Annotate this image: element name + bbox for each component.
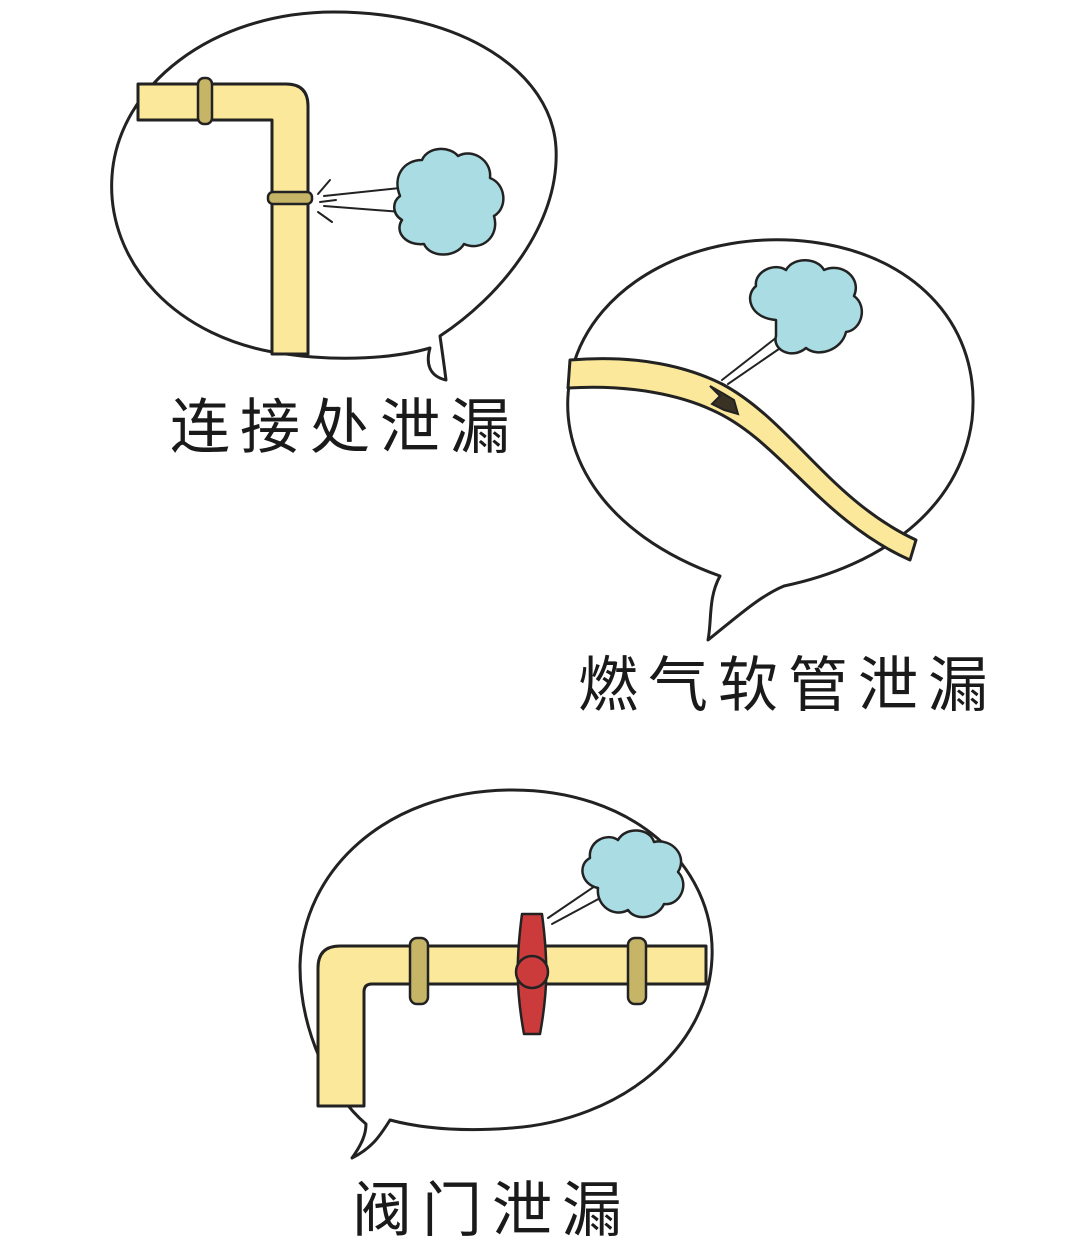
leak-spray-lines [317, 179, 403, 223]
gas-cloud-2 [748, 259, 864, 355]
coupling-ring-top [196, 76, 214, 126]
coupling-ring-joint [266, 190, 314, 206]
pipe-horizontal-1 [136, 82, 310, 356]
valve-knob [514, 954, 550, 990]
leak-spray-lines-3 [547, 883, 605, 925]
hose-crack [709, 385, 740, 416]
panel-joint-leak [110, 10, 558, 382]
gas-cloud-3 [581, 829, 685, 919]
caption-hose-leak: 燃气软管泄漏 [578, 651, 998, 721]
caption-valve-leak: 阀门泄漏 [352, 1176, 632, 1246]
pipe-horizontal-3 [316, 944, 708, 1108]
gas-hose [566, 357, 918, 562]
gas-cloud-1 [393, 147, 505, 256]
panel-valve-leak [298, 788, 714, 1160]
coupling-ring-right [626, 936, 648, 1006]
caption-joint-leak: 连接处泄漏 [170, 393, 520, 463]
panel-hose-leak [566, 238, 975, 642]
coupling-ring-left [408, 936, 430, 1006]
